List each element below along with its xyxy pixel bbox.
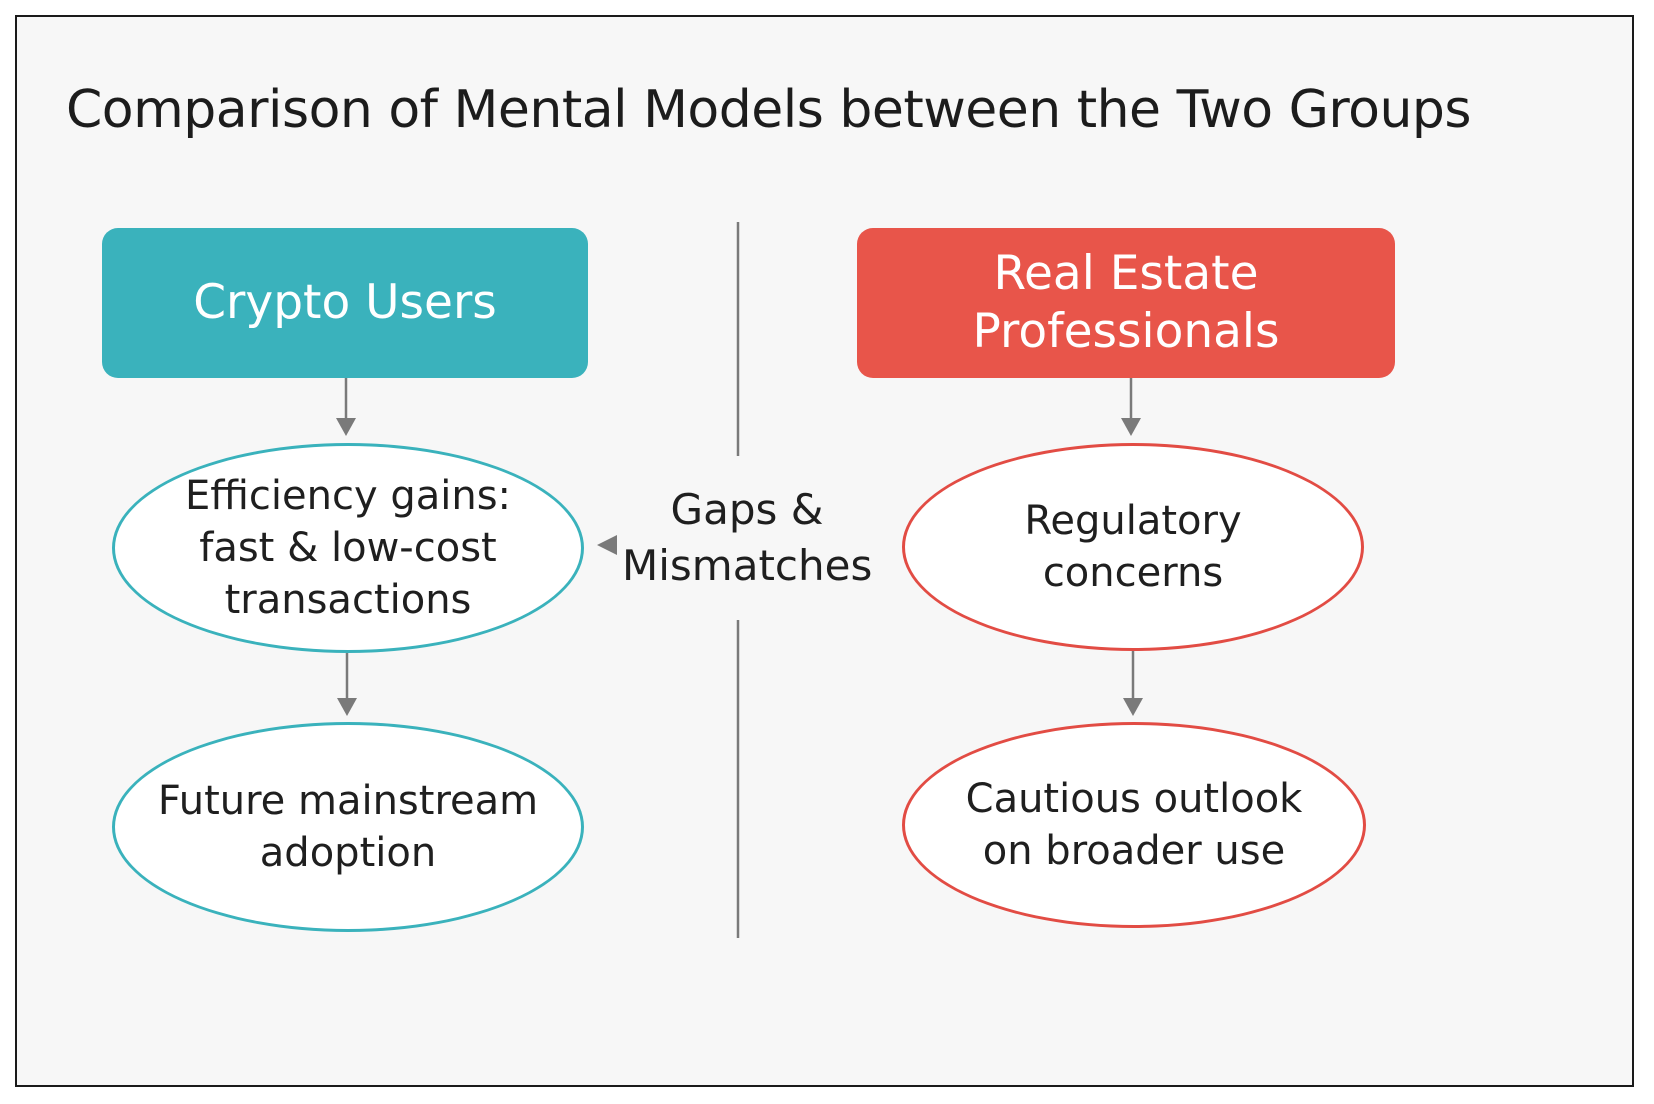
arrow-left-2-head [337,698,357,716]
node-efficiency-gains: Efficiency gains: fast & low-cost transa… [112,443,584,653]
arrow-right-1-head [1121,418,1141,436]
gaps-mismatches-label: Gaps & Mismatches [622,482,872,594]
header-real-estate-label-line-2: Professionals [972,304,1280,359]
node-regulatory-concerns: Regulatory concerns [902,443,1364,651]
node-regulatory-concerns-line-2: concerns [1042,550,1224,596]
node-efficiency-gains-line-1: Efficiency gains: [184,473,512,519]
node-cautious-outlook-line-2: on broader use [982,828,1286,874]
header-real-estate-professionals: Real Estate Professionals [857,228,1395,378]
node-future-mainstream-line-2: adoption [259,830,437,876]
header-crypto-users: Crypto Users [102,228,588,378]
diagram-title: Comparison of Mental Models between the … [66,80,1472,140]
header-real-estate-label-line-1: Real Estate [993,246,1259,301]
node-efficiency-gains-line-3: transactions [224,577,472,623]
arrow-left-1-head [336,418,356,436]
node-regulatory-concerns-line-1: Regulatory [1024,498,1242,544]
node-cautious-outlook: Cautious outlook on broader use [902,722,1366,928]
node-future-mainstream-adoption: Future mainstream adoption [112,722,584,932]
node-efficiency-gains-line-2: fast & low-cost [199,525,497,571]
gaps-label-line-2: Mismatches [622,541,873,590]
header-crypto-users-label: Crypto Users [193,275,497,330]
gaps-label-line-1: Gaps & [670,485,824,534]
gaps-arrow-head [597,535,617,555]
node-future-mainstream-line-1: Future mainstream [157,778,539,824]
node-cautious-outlook-line-1: Cautious outlook [965,776,1303,822]
arrow-right-2-head [1123,698,1143,716]
